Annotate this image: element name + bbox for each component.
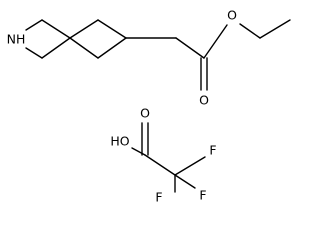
bond-hydroxyl-carbonyl [131, 147, 146, 156]
fluorine-label-2: F [155, 190, 162, 205]
trifluoroacetic-acid-molecule: HO O F F F [110, 106, 216, 205]
bond-ch2-carbonyl [175, 37, 205, 59]
bond-carbonyl-cf3 [144, 154, 176, 176]
carbonyl-oxygen-label: O [199, 93, 209, 108]
bond-c1-spiro [41, 19, 71, 39]
bond-spiro-c5 [69, 19, 99, 39]
nitrogen-label: NH [7, 32, 26, 47]
acid-carbonyl-oxygen-label: O [140, 106, 150, 121]
bond-cf3-f3 [174, 174, 196, 189]
bond-c7-spiro [69, 37, 99, 59]
bond-cf3-f1 [174, 156, 206, 176]
chemical-structure-diagram: NH O O HO O F F F [7, 8, 291, 205]
bond-c6-c7 [97, 37, 127, 59]
fluorine-label-1: F [209, 143, 216, 158]
bond-n-c1 [25, 19, 43, 31]
ester-molecule: NH O O [7, 8, 291, 108]
bond-ch2-ch3 [259, 19, 291, 39]
bond-c3-n [25, 47, 43, 59]
bond-carbonyl-ether-o [203, 24, 228, 59]
fluorine-label-3: F [199, 188, 206, 203]
hydroxyl-label: HO [110, 134, 129, 149]
bond-ether-o-ch2 [239, 23, 261, 39]
bond-spiro-c3 [41, 37, 71, 59]
bond-c5-c6 [97, 19, 127, 39]
ether-oxygen-label: O [227, 8, 237, 23]
